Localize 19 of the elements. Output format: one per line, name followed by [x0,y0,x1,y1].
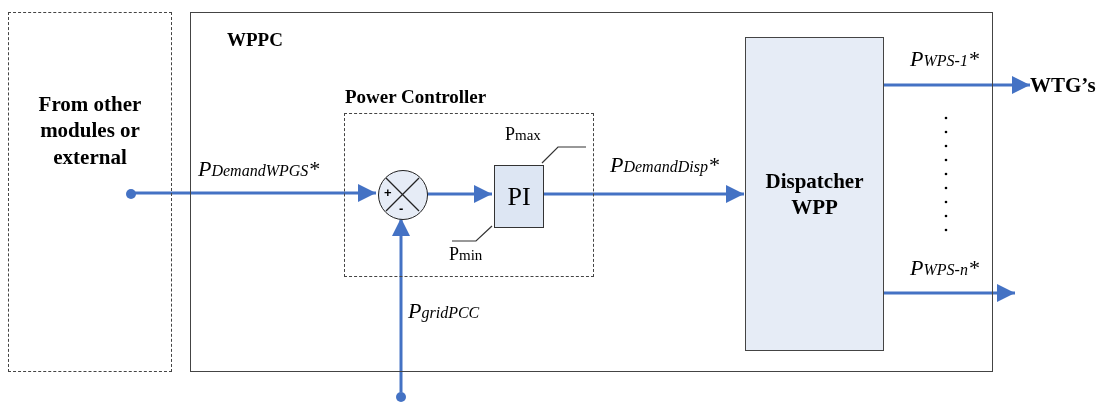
module-label: From other modules or external [37,91,143,170]
group-title: Power Controller [345,86,487,108]
block-label: Dispatcher WPP [764,167,865,221]
dispatcher-block [745,37,884,351]
signal-arrow [135,184,376,202]
dashed-module-box [8,12,172,372]
terminal-dot [126,189,136,199]
minus-sign: - [399,202,404,215]
signal-arrow [883,76,1030,94]
block-label: PI [507,181,531,212]
signal-arrow [542,185,744,203]
controller-frame [190,12,993,372]
terminal-dot [396,392,406,402]
frame-title: WPPC [227,29,283,51]
output-label: WTG’s [1030,72,1104,98]
plus-sign: + [384,186,392,199]
signal-arrow [426,185,492,203]
signal-arrow [883,284,1015,302]
signal-arrow [392,218,410,392]
